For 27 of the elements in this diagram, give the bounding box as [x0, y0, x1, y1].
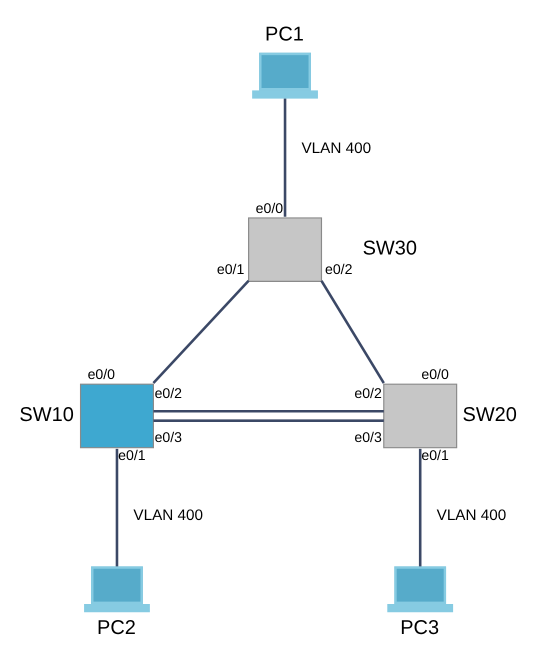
- edge-label: VLAN 400: [301, 140, 372, 158]
- connector: [116, 448, 118, 566]
- node-label: e0/1: [421, 447, 449, 464]
- node-label: e0/2: [154, 384, 182, 401]
- node-label: PC2: [96, 617, 136, 640]
- connector: [418, 448, 422, 566]
- node-label: SW20: [462, 404, 517, 426]
- node-label: e0/2: [325, 260, 352, 277]
- connector: [152, 280, 250, 384]
- edge-label: VLAN 400: [436, 506, 506, 524]
- node-label: e0/0: [421, 366, 449, 382]
- node-label: e0/0: [88, 366, 116, 382]
- connector: [153, 410, 384, 413]
- node-label: SW30: [362, 237, 417, 260]
- node-label: e0/0: [256, 200, 284, 216]
- node-label: e0/1: [216, 260, 244, 277]
- node-label: SW10: [19, 404, 74, 426]
- node-label: e0/1: [118, 447, 146, 464]
- node-label: e0/3: [354, 428, 382, 445]
- connector: [320, 280, 385, 384]
- node-label: e0/3: [154, 428, 182, 445]
- edge-label: VLAN 400: [133, 506, 204, 524]
- connector: [153, 419, 384, 422]
- connector: [284, 98, 286, 217]
- node-label: PC3: [400, 617, 440, 640]
- node-label: e0/2: [354, 384, 382, 401]
- node-label: PC1: [265, 24, 304, 46]
